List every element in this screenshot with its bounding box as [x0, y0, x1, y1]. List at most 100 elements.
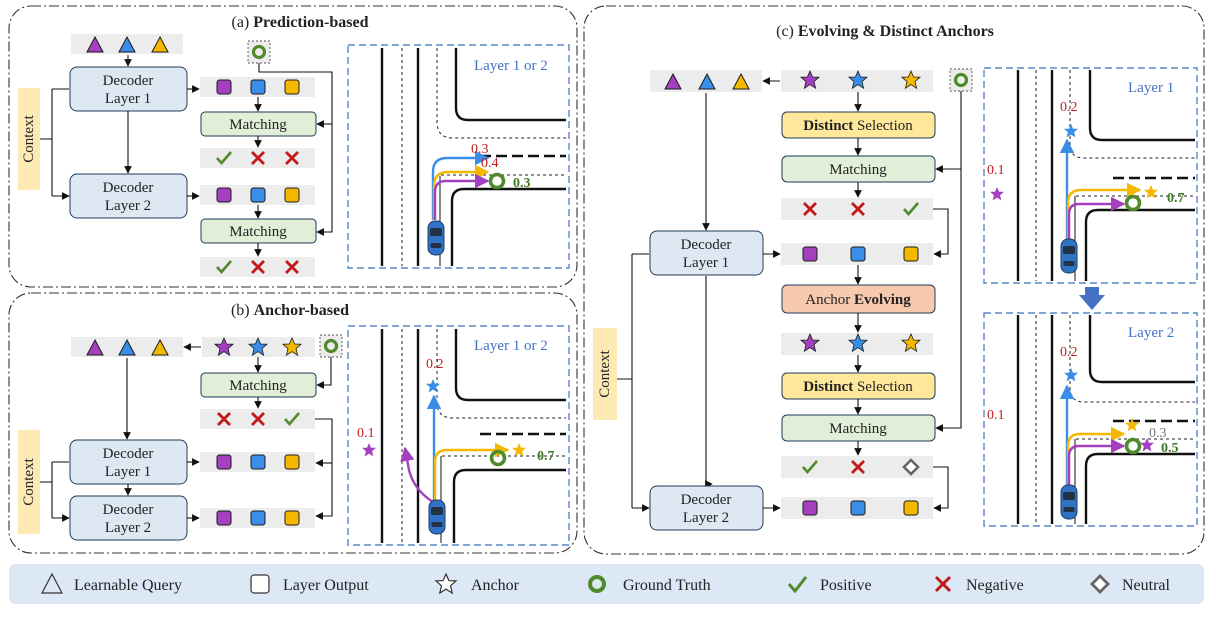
panel-b-frame	[8, 292, 578, 554]
square-icon	[250, 574, 270, 594]
score-label: 0.1	[987, 408, 1005, 423]
layer-text: Layer 1	[105, 91, 151, 107]
panel-b: (b) Anchor-based Context Matching Decode…	[8, 292, 578, 554]
anchor-star-icon	[1064, 124, 1078, 138]
ego-car-icon	[428, 499, 446, 535]
output-square-icon	[802, 246, 818, 262]
decoder-text: Decoder	[681, 492, 732, 508]
output-square-icon	[284, 454, 300, 470]
star-icon	[434, 572, 458, 595]
layer-text: Layer 1	[683, 255, 729, 271]
context-label: Context	[21, 114, 37, 162]
ring-icon	[588, 575, 606, 593]
distinct-selection-text: Distinct Selection	[803, 118, 913, 134]
score-label: 0.3	[471, 142, 489, 157]
output-square-icon	[284, 79, 300, 95]
ground-truth-icon	[1124, 437, 1142, 455]
output-square-icon	[284, 510, 300, 526]
diamond-icon	[1090, 574, 1110, 594]
output-square-icon	[802, 500, 818, 516]
score-label: 0.5	[1161, 441, 1179, 456]
score-label: 0.7	[537, 449, 555, 464]
matching-text: Matching	[829, 162, 887, 178]
decoder-text: Decoder	[103, 502, 154, 518]
matching-text: Matching	[829, 421, 887, 437]
matching-text: Matching	[229, 117, 287, 133]
output-square-icon	[250, 454, 266, 470]
score-label: 0.1	[987, 163, 1005, 178]
legend-bar	[9, 564, 1204, 604]
scene-b-layer-label: Layer 1 or 2	[474, 338, 548, 354]
layer-text: Layer 2	[105, 198, 151, 214]
output-square-icon	[284, 187, 300, 203]
ground-truth-icon	[488, 172, 506, 190]
output-square-icon	[216, 187, 232, 203]
scene-c-layer1-frame	[983, 67, 1198, 284]
panel-a: (a) Prediction-based Context Decoder Lay…	[8, 5, 578, 288]
output-square-icon	[216, 454, 232, 470]
panel-a-title: (a) Prediction-based	[231, 14, 368, 31]
legend-label: Layer Output	[283, 577, 369, 594]
panel-c: (c) Evolving & Distinct Anchors Context …	[583, 5, 1205, 555]
context-label: Context	[597, 349, 613, 397]
anchor-star-icon	[990, 187, 1004, 201]
anchor-evolving-text: Anchor Evolving	[805, 292, 911, 308]
check-icon	[787, 576, 808, 594]
layer-text: Layer 1	[105, 464, 151, 480]
decoder-text: Decoder	[103, 180, 154, 196]
panel-c-frame	[583, 5, 1205, 555]
scene-a-frame	[347, 44, 570, 269]
ego-car-icon	[1060, 238, 1078, 274]
score-label: 0.4	[481, 156, 499, 171]
layer-transition-arrow-icon	[1079, 287, 1105, 310]
scene-c-layer2-frame	[983, 312, 1198, 527]
panel-a-frame	[8, 5, 578, 288]
matching-text: Matching	[229, 224, 287, 240]
output-square-icon	[850, 246, 866, 262]
output-square-icon	[903, 500, 919, 516]
score-label: 0.2	[426, 357, 444, 372]
layer-text: Layer 2	[105, 520, 151, 536]
matching-text: Matching	[229, 378, 287, 394]
context-block	[593, 328, 617, 420]
score-label: 0.7	[1167, 191, 1185, 206]
context-label: Context	[21, 457, 37, 505]
score-label: 0.3	[513, 176, 531, 191]
legend: Learnable Query Layer Output Anchor Grou…	[9, 564, 1204, 604]
anchor-star-icon	[426, 379, 440, 393]
layer-text: Layer 2	[683, 510, 729, 526]
legend-label: Neutral	[1122, 577, 1171, 594]
output-square-icon	[216, 510, 232, 526]
anchor-star-icon	[1064, 368, 1078, 382]
ground-truth-icon	[489, 449, 507, 467]
score-label: 0.2	[1060, 345, 1078, 360]
distinct-selection-text: Distinct Selection	[803, 379, 913, 395]
panel-b-title: (b) Anchor-based	[231, 302, 349, 319]
ego-car-icon	[427, 220, 445, 256]
legend-label: Learnable Query	[74, 577, 182, 594]
triangle-icon	[41, 572, 63, 594]
cross-icon	[934, 575, 952, 593]
ground-truth-icon	[318, 333, 344, 359]
panel-c-title: (c) Evolving & Distinct Anchors	[776, 23, 994, 40]
context-block	[18, 430, 40, 534]
legend-label: Negative	[966, 577, 1024, 594]
decoder-text: Decoder	[103, 73, 154, 89]
scene-b-frame	[347, 325, 570, 546]
scene-c-layer2-label: Layer 2	[1128, 325, 1174, 341]
output-square-icon	[250, 187, 266, 203]
output-square-icon	[250, 510, 266, 526]
ego-car-icon	[1060, 484, 1078, 520]
output-square-icon	[216, 79, 232, 95]
legend-label: Ground Truth	[623, 577, 711, 594]
ground-truth-icon	[948, 67, 974, 93]
decoder-layer-1	[649, 230, 764, 276]
scene-c-layer1-label: Layer 1	[1128, 80, 1174, 96]
score-label: 0.3	[1149, 426, 1167, 441]
score-label: 0.2	[1060, 100, 1078, 115]
anchor-star-icon	[512, 443, 526, 457]
output-square-icon	[250, 79, 266, 95]
scene-a-layer-label: Layer 1 or 2	[474, 58, 548, 74]
legend-label: Positive	[820, 577, 872, 594]
score-label: 0.1	[357, 426, 375, 441]
